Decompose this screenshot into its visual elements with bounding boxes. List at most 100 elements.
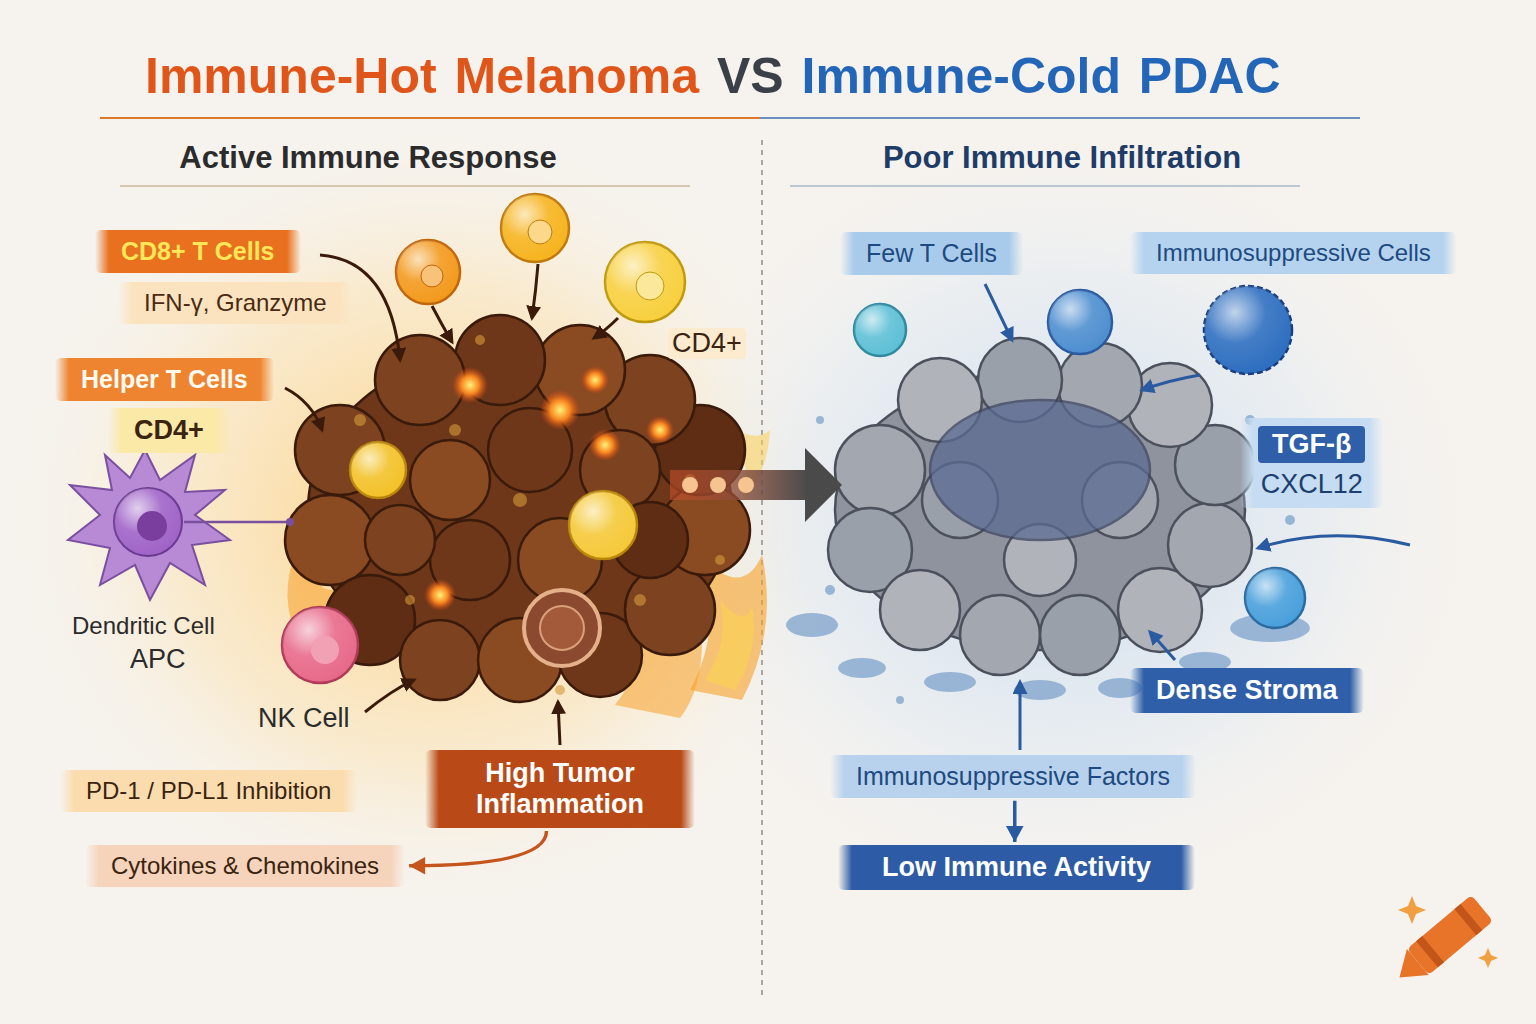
cold-arrows-part xyxy=(985,284,1012,340)
background-part xyxy=(620,120,1500,920)
connector xyxy=(1006,801,1024,842)
crayon-logo-part-part xyxy=(1454,904,1482,935)
label-band: TGF-βCXCL12 xyxy=(1240,418,1383,508)
crayon-logo-part xyxy=(1478,948,1498,968)
text-label: Dendritic Cell xyxy=(72,612,215,640)
cold-cells-part xyxy=(1204,286,1292,374)
t-cells-top-part xyxy=(528,220,552,244)
band-text: CD8+ T Cells xyxy=(121,237,275,266)
band-text: TGF-β xyxy=(1258,426,1365,463)
label-band: IFN-γ, Granzyme xyxy=(118,282,353,324)
label-band: CD8+ T Cells xyxy=(95,230,301,273)
crayon-logo-part xyxy=(1398,896,1426,924)
diagram-title: Immune-Hot Melanoma VS Immune-Cold PDAC xyxy=(145,48,1281,106)
tumor-speckles-part xyxy=(449,424,461,436)
band-text: Cytokines & Chemokines xyxy=(111,852,379,880)
cold-cells-part xyxy=(1204,286,1292,374)
cold-tumor-part xyxy=(960,595,1040,675)
arrowhead xyxy=(1006,826,1024,842)
crayon-logo-part-part xyxy=(1389,949,1429,990)
cold-tumor-part xyxy=(1040,595,1120,675)
cold-cells-part xyxy=(1048,290,1112,354)
t-cells-top-part xyxy=(605,242,685,322)
connector xyxy=(409,831,546,875)
hot-spots-part xyxy=(589,429,621,461)
hot-spots-part xyxy=(581,366,609,394)
rule-lines-part xyxy=(100,117,760,119)
dendritic-cell-part xyxy=(114,488,182,556)
cold-tumor-part xyxy=(835,425,925,515)
cold-tumor-part xyxy=(930,400,1150,540)
hot-arrows xyxy=(285,255,618,745)
label-band: Cytokines & Chemokines xyxy=(85,845,405,887)
t-cells-top-part xyxy=(636,272,664,300)
label-band: Few T Cells xyxy=(840,232,1023,275)
band-text: Helper T Cells xyxy=(81,365,248,394)
t-cells-top-part xyxy=(421,265,443,287)
arrowhead xyxy=(409,857,425,875)
transition-arrow xyxy=(670,448,842,522)
band-text: Few T Cells xyxy=(866,239,997,268)
dendritic-cell-part xyxy=(114,488,182,556)
t-cells-in-tumor xyxy=(350,442,637,666)
hot-arrows-part xyxy=(594,318,618,338)
nk-cell xyxy=(282,607,358,683)
stroma-part xyxy=(825,585,835,595)
crayon-logo-part-part xyxy=(1407,895,1493,975)
cold-arrows xyxy=(985,284,1410,750)
text-label: APC xyxy=(130,644,186,675)
cold-cells-part xyxy=(1245,568,1305,628)
crayon-logo xyxy=(1389,895,1498,990)
hot-tumor-part xyxy=(410,440,490,520)
transition-arrow-part xyxy=(805,448,842,522)
cold-tumor-part xyxy=(880,570,960,650)
hot-tumor-part xyxy=(625,565,715,655)
dendritic-cell-part xyxy=(68,450,230,600)
stroma-part xyxy=(924,672,976,692)
cold-arrows-part xyxy=(1258,536,1410,548)
t-cells-top-part xyxy=(501,194,569,262)
band-subtext: CXCL12 xyxy=(1258,463,1365,500)
dendritic-cell xyxy=(68,450,230,600)
transition-arrow-part xyxy=(670,470,808,500)
t-cells-in-tumor-part xyxy=(569,491,637,559)
t-cells-in-tumor-part xyxy=(524,590,600,666)
transition-arrow-part xyxy=(710,477,726,493)
stroma-part xyxy=(816,416,824,424)
t-cells-top-part xyxy=(501,194,569,262)
hot-spots-part xyxy=(540,390,580,430)
t-cells-top-part xyxy=(605,242,685,322)
cold-arrows-part xyxy=(1150,632,1175,660)
nk-cell-part xyxy=(282,607,358,683)
t-cells-top xyxy=(396,194,685,322)
t-cells-in-tumor-part xyxy=(569,491,637,559)
stroma-part xyxy=(1014,680,1066,700)
tumor-speckles-part xyxy=(634,594,646,606)
band-text: High Tumor Inflammation xyxy=(449,758,671,820)
label-band: Immunosuppressive Cells xyxy=(1130,232,1457,274)
nk-cell-part xyxy=(311,636,339,664)
hot-spots-part xyxy=(646,416,674,444)
hot-tumor-part xyxy=(365,505,435,575)
label-band: Helper T Cells xyxy=(55,358,274,401)
cold-cells xyxy=(854,286,1305,628)
connector-line xyxy=(409,831,546,866)
rule-lines-part xyxy=(760,117,1360,119)
dendritic-cell-part xyxy=(137,511,167,541)
text-label: NK Cell xyxy=(258,703,350,734)
band-text: Low Immune Activity xyxy=(882,852,1151,883)
cold-cells-part xyxy=(1245,568,1305,628)
label-band: CD4+ xyxy=(108,408,230,453)
tumor-speckles-part xyxy=(715,555,725,565)
hot-arrows-part xyxy=(432,306,452,342)
hot-spots-part xyxy=(424,579,456,611)
band-text: CD4+ xyxy=(134,415,204,446)
tumor-speckles-part xyxy=(354,414,366,426)
t-cells-top-part xyxy=(396,240,460,304)
hot-tumor-part xyxy=(375,335,465,425)
text-label: Poor Immune Infiltration xyxy=(883,140,1241,176)
leader-line-part xyxy=(286,518,294,526)
